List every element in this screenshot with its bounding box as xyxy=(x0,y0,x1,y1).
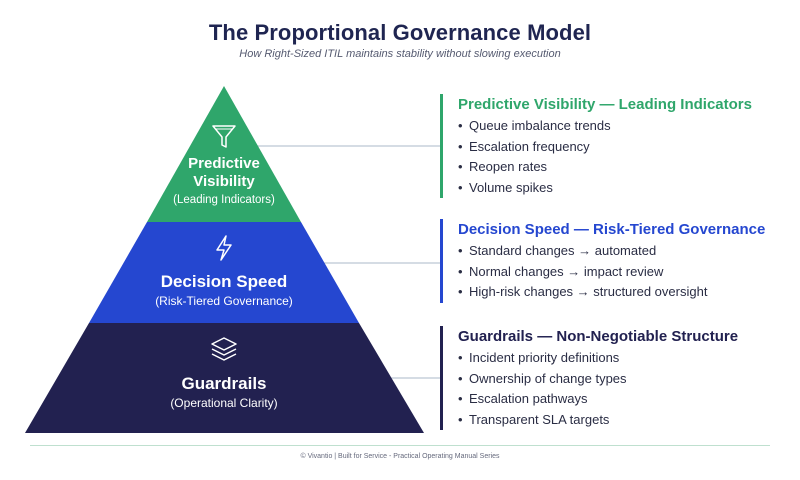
tier-middle-subtitle: (Risk-Tiered Governance) xyxy=(155,294,293,309)
footer-text: © Vivantio | Built for Service - Practic… xyxy=(300,453,500,460)
list-item: •Transparent SLA targets xyxy=(458,411,610,427)
tier-middle-name: Decision Speed xyxy=(160,272,288,291)
footer-divider xyxy=(30,445,770,446)
page-title: The Proportional Governance Model xyxy=(208,20,592,45)
tier-bottom-name: Guardrails xyxy=(181,374,267,393)
list-item: •Queue imbalance trends xyxy=(458,118,611,133)
tier-top-name-line2: Visibility xyxy=(193,173,255,190)
tier-middle-label: Decision Speed (Risk-Tiered Governance) xyxy=(110,272,338,309)
panel-title: Predictive Visibility — Leading Indicato… xyxy=(458,96,752,113)
panel-title: Decision Speed — Risk-Tiered Governance xyxy=(458,221,766,238)
tier-bottom-subtitle: (Operational Clarity) xyxy=(170,396,278,411)
tier-top-label: Predictive Visibility (Leading Indicator… xyxy=(150,155,298,208)
list-item: •Volume spikes xyxy=(458,179,553,195)
list-item: •High-risk changes → structured oversigh… xyxy=(458,284,708,299)
funnel-icon xyxy=(212,125,236,148)
list-item: •Reopen rates xyxy=(458,159,548,174)
panel-list: •Standard changes → automated •Normal ch… xyxy=(458,241,765,303)
layers-icon xyxy=(211,337,237,361)
list-item: •Incident priority definitions xyxy=(458,350,620,365)
tier-bottom-label: Guardrails (Operational Clarity) xyxy=(110,374,338,411)
pyramid-tier-top xyxy=(147,86,301,222)
list-item: •Ownership of change types xyxy=(458,370,627,386)
lightning-bolt-icon xyxy=(216,235,232,261)
list-item: •Standard changes → automated xyxy=(458,243,657,258)
list-item: •Escalation frequency xyxy=(458,138,590,154)
panel-list: •Queue imbalance trends •Escalation freq… xyxy=(458,116,752,198)
panel-decision-speed: Decision Speed — Risk-Tiered Governance … xyxy=(440,219,765,303)
list-item: •Normal changes → impact review xyxy=(458,263,664,279)
tier-top-subtitle: (Leading Indicators) xyxy=(173,194,275,206)
page-subtitle: How Right-Sized ITIL maintains stability… xyxy=(239,48,561,60)
pyramid-tier-bottom xyxy=(25,323,424,433)
panel-title: Guardrails — Non-Negotiable Structure xyxy=(458,328,739,345)
panel-predictive-visibility: Predictive Visibility — Leading Indicato… xyxy=(440,94,752,198)
list-item: •Escalation pathways xyxy=(458,391,588,406)
panel-list: •Incident priority definitions •Ownershi… xyxy=(458,348,738,430)
panel-guardrails: Guardrails — Non-Negotiable Structure •I… xyxy=(440,326,738,430)
pyramid-tier-middle xyxy=(89,222,359,323)
tier-top-name-line1: Predictive xyxy=(188,155,260,172)
